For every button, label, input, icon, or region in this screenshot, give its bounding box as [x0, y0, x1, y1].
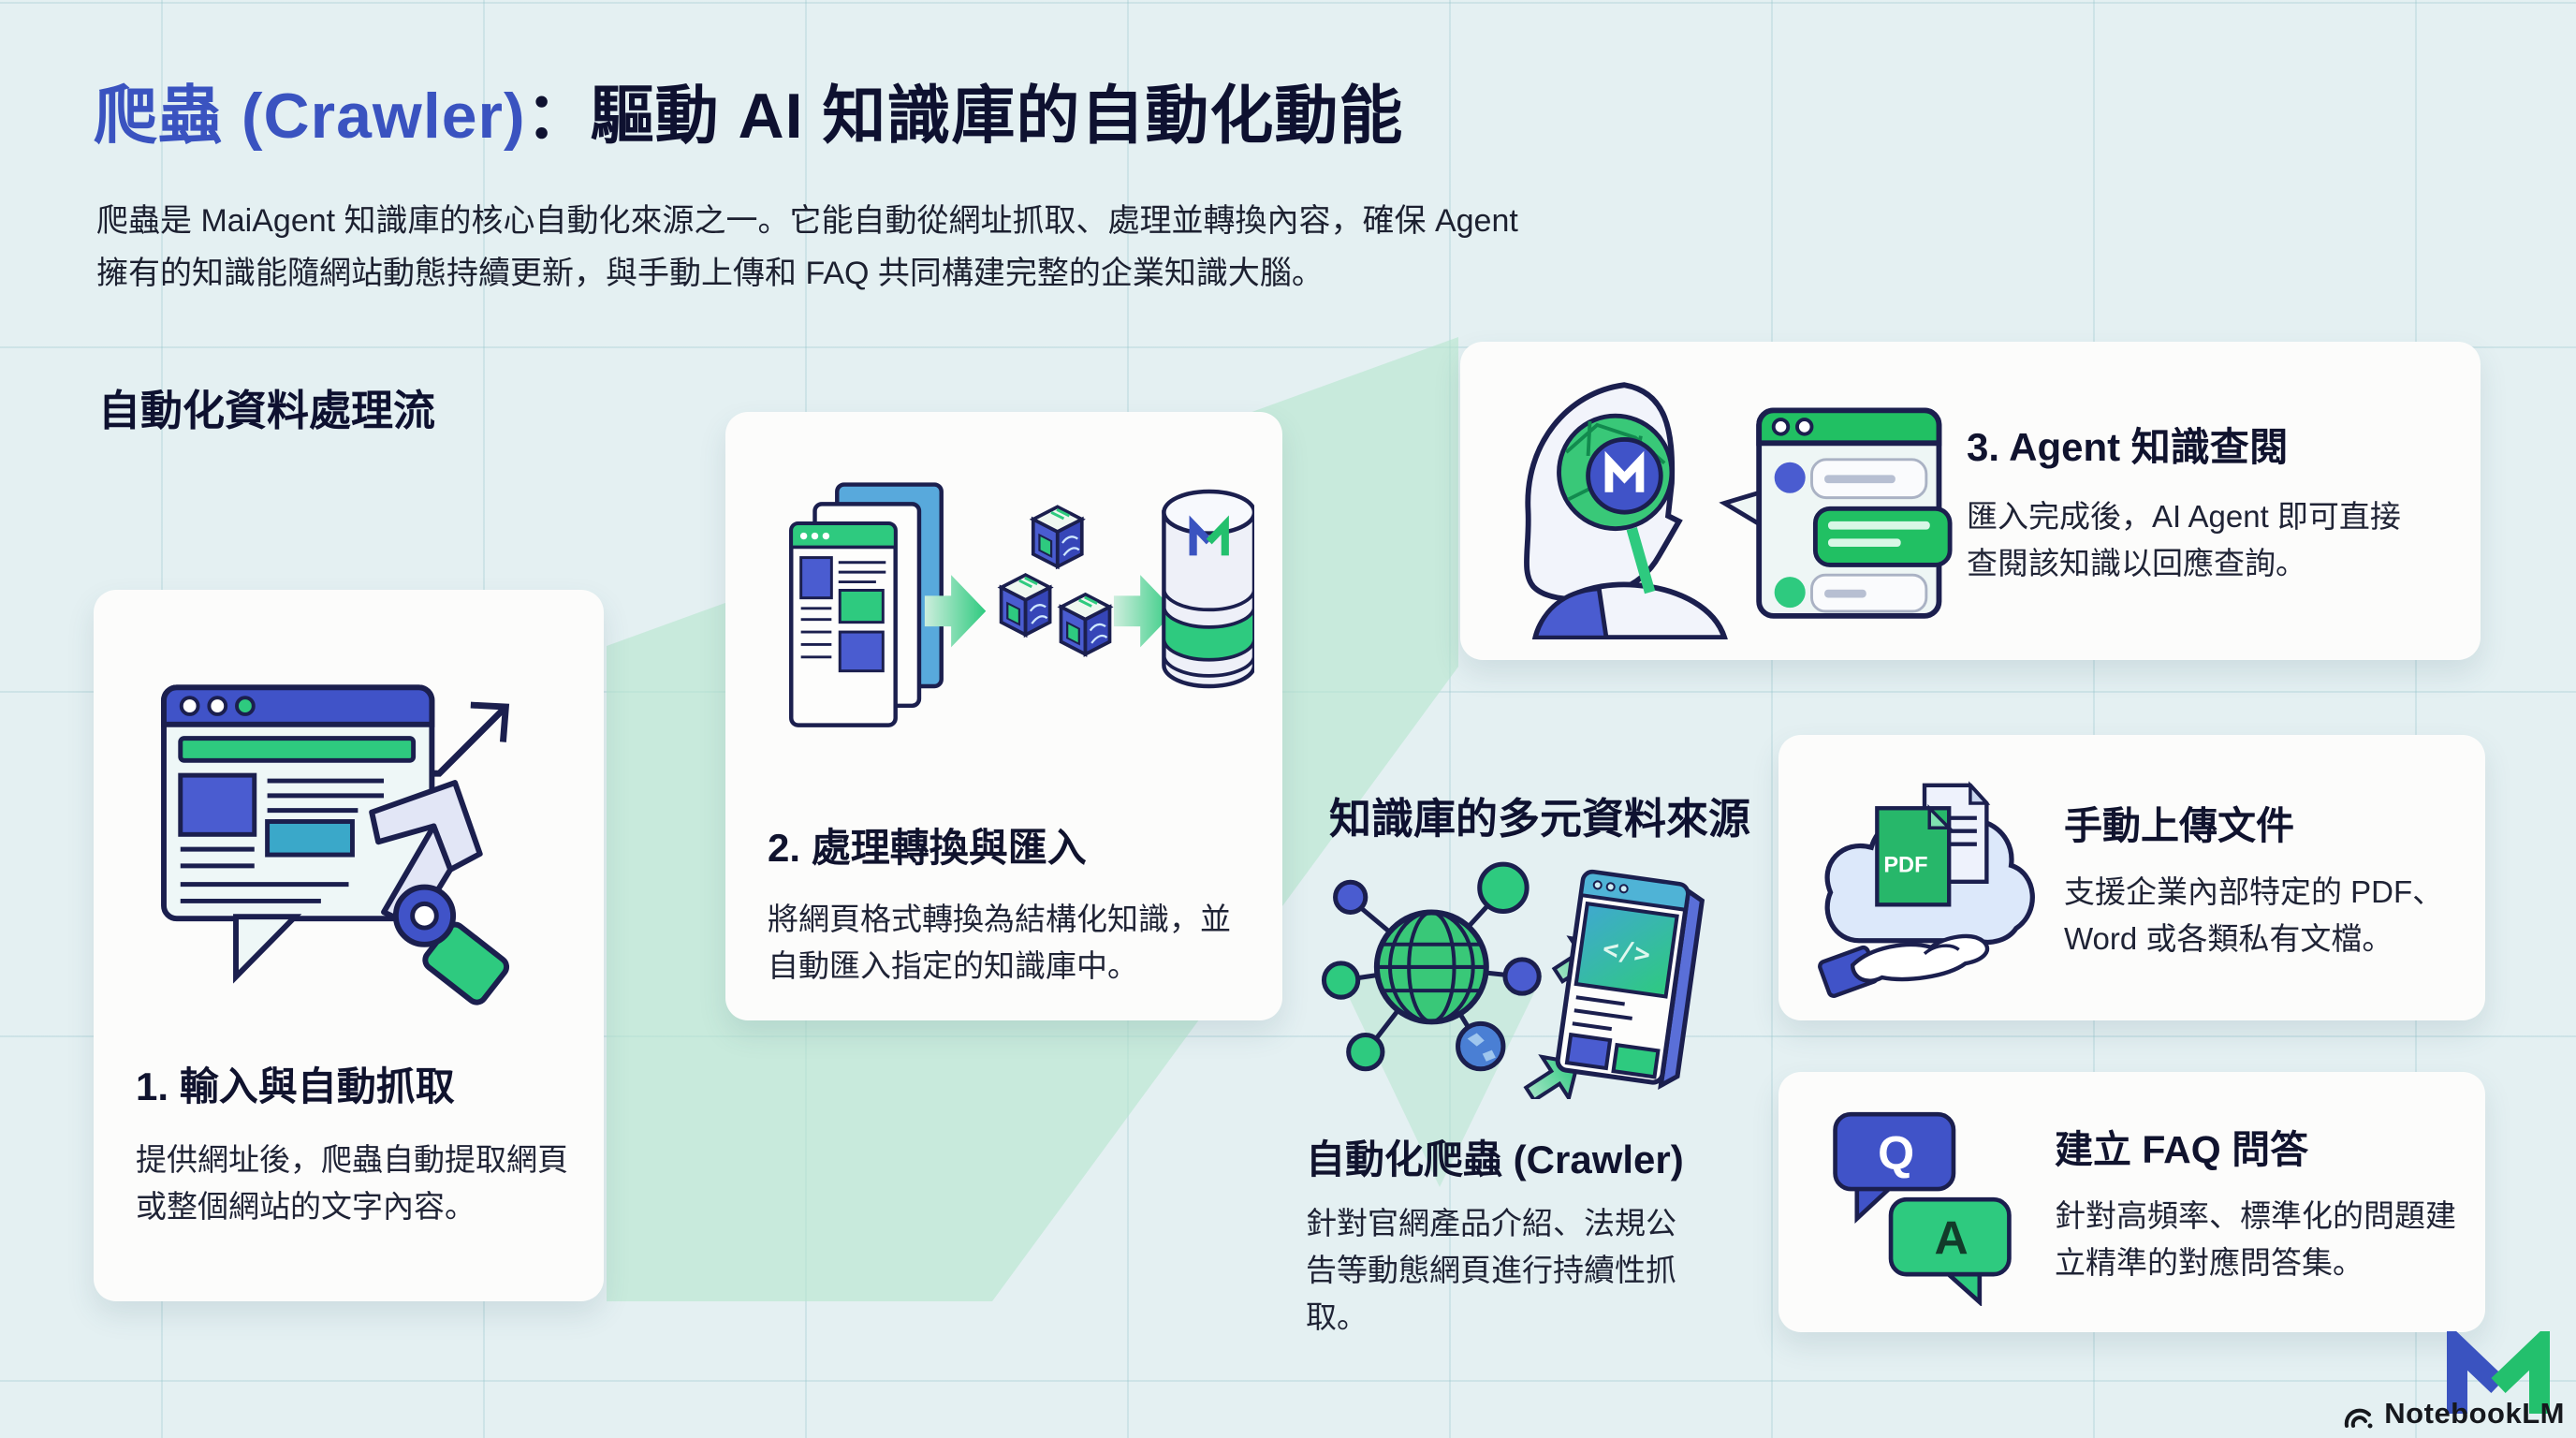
source-crawler-description: 針對官網產品介紹、法規公告等動態網頁進行持續性抓取。: [1306, 1206, 1676, 1334]
step-card-agent-lookup: 3. Agent 知識查閱 匯入完成後，AI Agent 即可直接查閱該知識以回…: [1460, 342, 2481, 660]
maiagent-logo: [2447, 1331, 2550, 1414]
step-1-title: 1. 輸入與自動抓取: [136, 1064, 455, 1108]
step-card-input-crawl: 1. 輸入與自動抓取 提供網址後，爬蟲自動提取網頁或整個網站的文字內容。: [94, 590, 604, 1301]
page-title: 爬蟲 (Crawler)：驅動 AI 知識庫的自動化動能: [94, 64, 1403, 156]
code-label: </>: [1601, 933, 1652, 971]
stacked-pages: [789, 482, 944, 727]
faq-bubbles-icon: Q A: [1833, 1111, 2012, 1306]
q-label: Q: [1878, 1127, 1914, 1180]
flow-arrow-icon: [1113, 575, 1176, 648]
source-upload-description: 支援企業內部特定的 PDF、Word 或各類私有文檔。: [2064, 873, 2444, 956]
notebooklm-icon: [2345, 1408, 2373, 1429]
source-upload-title: 手動上傳文件: [2064, 803, 2294, 847]
knowledge-database-icon: [1162, 489, 1254, 689]
source-faq-description: 針對高頻率、標準化的問題建立精準的對應問答集。: [2055, 1198, 2456, 1280]
source-upload-text: 手動上傳文件 支援企業內部特定的 PDF、Word 或各類私有文檔。: [2064, 794, 2485, 962]
page-subtitle: 爬蟲是 MaiAgent 知識庫的核心自動化來源之一。它能自動從網址抓取、處理並…: [96, 195, 1518, 300]
pdf-label: PDF: [1883, 852, 1927, 876]
step-card-process-import: 2. 處理轉換與匯入 將網頁格式轉換為結構化知識，並自動匯入指定的知識庫中。: [725, 412, 1282, 1020]
source-crawler-title: 自動化爬蟲 (Crawler): [1306, 1137, 1684, 1181]
step-1-description: 提供網址後，爬蟲自動提取網頁或整個網站的文字內容。: [136, 1142, 568, 1224]
cloud-upload-documents-icon: PDF: [1818, 781, 2035, 998]
step-2-description: 將網頁格式轉換為結構化知識，並自動匯入指定的知識庫中。: [768, 902, 1231, 983]
flow-arrow-icon: [924, 575, 987, 648]
notebooklm-watermark: NotebookLM: [2341, 1397, 2565, 1431]
source-card-faq: Q A 建立 FAQ 問答 針對高頻率、標準化的問題建立精準的對應問答集。: [1778, 1072, 2485, 1332]
sources-section-heading: 知識庫的多元資料來源: [1329, 795, 1751, 843]
pages-chunks-database-icon: [789, 482, 1254, 727]
flow-section-heading: 自動化資料處理流: [98, 387, 436, 434]
a-label: A: [1935, 1212, 1969, 1265]
target-webpage-icon: </>: [1555, 869, 1705, 1091]
subtitle-line-1: 爬蟲是 MaiAgent 知識庫的核心自動化來源之一。它能自動從網址抓取、處理並…: [96, 203, 1518, 239]
source-card-manual-upload: PDF 手動上傳文件 支援企業內部特定的 PDF、Word 或各類私有文檔。: [1778, 735, 2485, 1020]
source-crawler: </> 自動化爬蟲 (Crawler) 針對官網產品介紹、法規公告等動態網頁進行…: [1306, 854, 1755, 1341]
watermark-label: NotebookLM: [2384, 1397, 2565, 1430]
page-title-highlight: 爬蟲 (Crawler): [94, 81, 526, 152]
globe-network-browser-icon: </>: [1321, 861, 1705, 1104]
subtitle-line-2: 擁有的知識能隨網站動態持續更新，與手動上傳和 FAQ 共同構建完整的企業知識大腦…: [96, 256, 1324, 291]
step-2-title: 2. 處理轉換與匯入: [768, 826, 1087, 870]
source-faq-title: 建立 FAQ 問答: [2055, 1128, 2309, 1171]
source-faq-text: 建立 FAQ 問答 針對高頻率、標準化的問題建立精準的對應問答集。: [2055, 1118, 2485, 1286]
step-3-text: 3. Agent 知識查閱 匯入完成後，AI Agent 即可直接查閱該知識以回…: [1967, 416, 2430, 587]
step-3-description: 匯入完成後，AI Agent 即可直接查閱該知識以回應查詢。: [1967, 498, 2401, 580]
agent-head-chat-icon: [1524, 381, 1953, 639]
step-3-title: 3. Agent 知識查閱: [1967, 424, 2289, 469]
knowledge-chunks-icon: [997, 505, 1114, 657]
browser-crawler-icon: [161, 684, 510, 1005]
page-title-rest: ：驅動 AI 知識庫的自動化動能: [525, 81, 1404, 152]
